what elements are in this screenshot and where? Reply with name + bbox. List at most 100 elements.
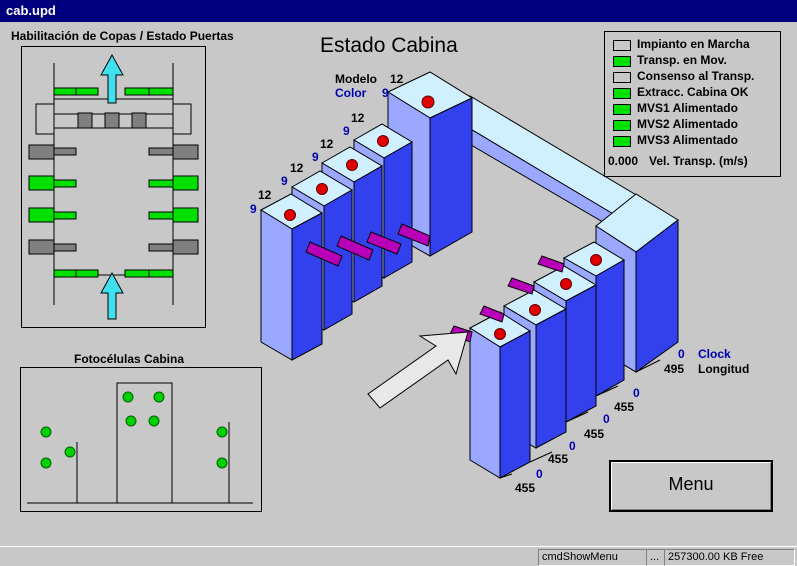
fotocelula-7 (148, 415, 160, 427)
arrow-up-bottom-icon (100, 271, 124, 320)
booth-upper-4-color: 9 (343, 124, 350, 138)
tower-upper-side (429, 97, 473, 257)
nozzle-upper-4 (397, 223, 431, 247)
copas-panel-title: Habilitación de Copas / Estado Puertas (11, 29, 234, 43)
step-line-3 (565, 411, 589, 423)
booth-lower-1-top (469, 311, 531, 348)
booth-upper-4-front (353, 139, 385, 279)
status-legend: Impianto en Marcha Transp. en Mov. Conse… (604, 31, 781, 177)
copa-left-1 (28, 144, 55, 160)
copa-bottom-4 (148, 269, 174, 278)
fotocelula-6 (125, 415, 137, 427)
copa-right-2b (148, 179, 174, 188)
booth-lower-4-side (595, 259, 625, 397)
fotocelula-4 (122, 391, 134, 403)
copa-top-2 (75, 87, 99, 96)
fotocelula-1 (40, 426, 52, 438)
nozzle-lower-3 (507, 277, 535, 295)
copa-bottom-3 (124, 269, 150, 278)
color-label: Color (335, 86, 367, 100)
clock-value: 0 (678, 347, 685, 361)
copas-panel (21, 46, 206, 328)
fotocelula-2 (40, 457, 52, 469)
booth-upper-4-side (383, 141, 413, 279)
copa-left-3 (28, 207, 55, 223)
booth-lower-4-indicator (590, 254, 602, 266)
copa-top-3 (124, 87, 150, 96)
booth-upper-1-side (291, 212, 323, 361)
copa-right-3 (172, 207, 199, 223)
color-value: 9 (382, 86, 389, 100)
nozzle-upper-1 (305, 241, 343, 267)
copa-bottom-2 (75, 269, 99, 278)
page-title: Estado Cabina (320, 34, 458, 57)
booth-lower-1-indicator (494, 328, 506, 340)
booth-upper-3-modelo: 12 (320, 137, 334, 151)
door-segment-2 (104, 112, 120, 129)
booth-upper-1-modelo: 12 (258, 188, 272, 202)
legend-indicator-impianto (613, 40, 631, 51)
status-bar: cmdShowMenu ... 257300.00 KB Free (0, 546, 797, 566)
legend-label-extracc: Extracc. Cabina OK (637, 85, 749, 99)
nozzle-upper-3 (366, 231, 402, 255)
booth-lower-2-top (502, 289, 568, 326)
booth-lower-1-longitud: 455 (515, 481, 536, 495)
copa-right-3b (148, 211, 174, 220)
clock-label: Clock (698, 347, 731, 361)
fotocelulas-panel-title: Fotocélulas Cabina (74, 352, 185, 366)
speed-value: 0.000 (608, 154, 639, 168)
door-right-top (172, 103, 192, 135)
copa-left-4 (28, 239, 55, 255)
copa-right-1b (148, 147, 174, 156)
booth-lower-3-top (532, 265, 598, 302)
booth-upper-2-side (323, 189, 353, 331)
booth-upper-3-front (321, 162, 355, 303)
booth-upper-1-indicator (284, 209, 296, 221)
booth-upper-2-color: 9 (281, 174, 288, 188)
copa-top-4 (148, 87, 174, 96)
copa-bottom-1 (53, 269, 77, 278)
booth-lower-1-front (469, 327, 501, 479)
legend-indicator-extracc (613, 88, 631, 99)
nozzle-lower-2 (479, 305, 505, 323)
conveyor-front (441, 111, 621, 233)
legend-label-mvs1: MVS1 Alimentado (637, 101, 738, 115)
cabin-profile (116, 382, 173, 504)
booth-lower-3-indicator (560, 278, 572, 290)
legend-indicator-mvs1 (613, 104, 631, 115)
booth-lower-4-top (562, 241, 625, 277)
booth-upper-3-side (353, 165, 383, 303)
fotocelulas-diagram (27, 382, 253, 504)
booth-lower-2-side (535, 308, 567, 449)
booth-lower-2-indicator (529, 304, 541, 316)
legend-label-impianto: Impianto en Marcha (637, 37, 750, 51)
booth-upper-3-top (321, 146, 383, 183)
entry-arrow-icon (367, 331, 469, 409)
booth-lower-3-front (533, 281, 567, 423)
copa-right-1 (172, 144, 199, 160)
speed-label: Vel. Transp. (m/s) (649, 154, 748, 168)
tower-upper-indicator (421, 95, 435, 109)
fotocelula-5 (153, 391, 165, 403)
tower-lower-front (595, 225, 637, 373)
fotocelulas-panel (20, 367, 262, 512)
booth-upper-2-front (291, 186, 325, 331)
copas-diagram (28, 53, 199, 320)
copa-right-4b (148, 243, 174, 252)
menu-button[interactable]: Menu (609, 460, 773, 512)
booth-lower-1-clock: 0 (536, 467, 543, 481)
fotocelula-8 (216, 426, 228, 438)
booth-upper-4-modelo: 12 (351, 111, 365, 125)
nozzle-lower-1 (449, 325, 473, 343)
booth-lower-2-longitud: 455 (548, 452, 569, 466)
booth-upper-2-indicator (316, 183, 328, 195)
legend-indicator-consenso (613, 72, 631, 83)
copa-left-3b (53, 211, 77, 220)
booth-lower-2-front (503, 305, 537, 449)
door-left-top (35, 103, 55, 135)
door-segment-3 (131, 112, 147, 129)
booth-lower-2-clock: 0 (569, 439, 576, 453)
copa-left-2 (28, 175, 55, 191)
legend-label-mvs2: MVS2 Alimentado (637, 117, 738, 131)
legend-label-mvs3: MVS3 Alimentado (637, 133, 738, 147)
